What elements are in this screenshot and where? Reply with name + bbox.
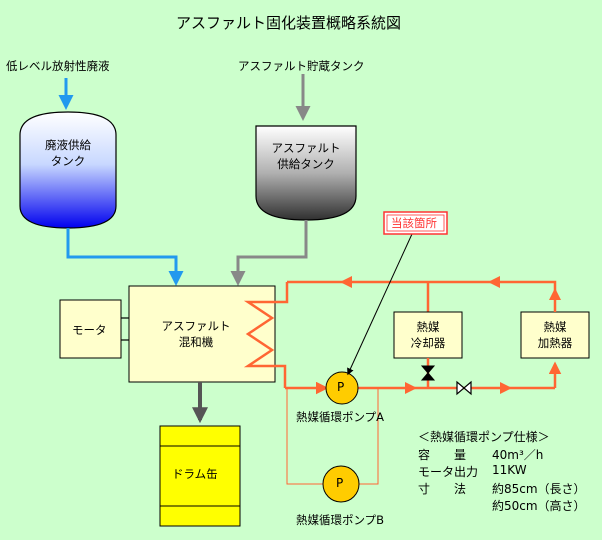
loop-arrow-top-2	[488, 276, 500, 288]
asphalt-input-label: アスファルト貯蔵タンク	[238, 59, 365, 73]
asphalt-tank-label-2: 供給タンク	[277, 157, 335, 171]
heater-box	[520, 311, 590, 359]
spec-value-0: 40m³／h	[492, 448, 544, 462]
waste-tank-label-1: 廃液供給	[45, 138, 91, 152]
waste-feed-line	[66, 228, 184, 286]
diagram-title: アスファルト固化装置概略系統図	[176, 14, 402, 32]
cooler-valve	[420, 365, 436, 381]
drum-label: ドラム缶	[172, 467, 218, 481]
cooler-label-2: 冷却器	[410, 336, 446, 350]
asphalt-supply-tank	[255, 125, 357, 221]
cooler-label: 熱媒 冷却器	[394, 319, 462, 351]
loop-top-line	[287, 280, 557, 300]
asphalt-tank-label: アスファルト 供給タンク	[256, 140, 356, 172]
pump-b-loop-out	[359, 388, 379, 485]
loop-arrow-top	[340, 276, 352, 288]
waste-input-label: 低レベル放射性廃液	[6, 59, 110, 73]
spec-key-1: モータ出力	[418, 465, 479, 479]
loop-valve	[456, 380, 472, 396]
asphalt-tank-label-1: アスファルト	[271, 141, 341, 155]
waste-tank-label: 廃液供給 タンク	[20, 137, 116, 169]
spec-heading: ＜熱媒循環ポンプ仕様＞	[418, 430, 550, 444]
heating-coil	[243, 282, 289, 388]
callout-box-inner	[386, 214, 445, 232]
waste-tank-label-2: タンク	[50, 154, 86, 168]
drum	[159, 425, 241, 527]
mixer-label-2: 混和機	[178, 335, 214, 349]
loop-arrow-bottom	[405, 382, 417, 394]
loop-arrow-bottom-2	[500, 382, 512, 394]
asphalt-feed-line	[230, 220, 308, 286]
heater-label-1: 熱媒	[543, 320, 567, 334]
loop-arrow-heater-out	[549, 288, 561, 300]
callout-label: 当該箇所	[391, 216, 437, 230]
pump-b-symbol: P	[336, 476, 344, 490]
cooler-label-1: 熱媒	[416, 320, 440, 334]
cooler-box	[393, 311, 463, 359]
spec-value-2: 約85cm（長さ）	[492, 482, 586, 496]
spec-value-3: 約50cm（高さ）	[492, 499, 586, 513]
waste-supply-tank	[19, 111, 117, 229]
pump-a	[325, 371, 359, 405]
motor-label: モータ	[72, 323, 107, 337]
heater-label: 熱媒 加熱器	[521, 319, 589, 351]
spec-key-2: 寸 法	[418, 482, 467, 496]
spec-key-0: 容 量	[418, 448, 467, 462]
heater-label-2: 加熱器	[537, 336, 573, 350]
callout-box	[383, 211, 448, 235]
spec-value-1: 11KW	[492, 463, 527, 477]
pump-a-symbol: P	[337, 380, 345, 394]
callout-pointer	[347, 233, 413, 376]
pump-b-loop	[286, 388, 323, 485]
mixer-label-1: アスファルト	[161, 319, 231, 333]
pump-b-label: 熱媒循環ポンプB	[296, 513, 385, 527]
pump-a-label: 熱媒循環ポンプA	[296, 410, 385, 424]
motor-box	[59, 299, 122, 359]
mixer-label: アスファルト 混和機	[150, 318, 242, 350]
pump-b	[322, 465, 360, 503]
